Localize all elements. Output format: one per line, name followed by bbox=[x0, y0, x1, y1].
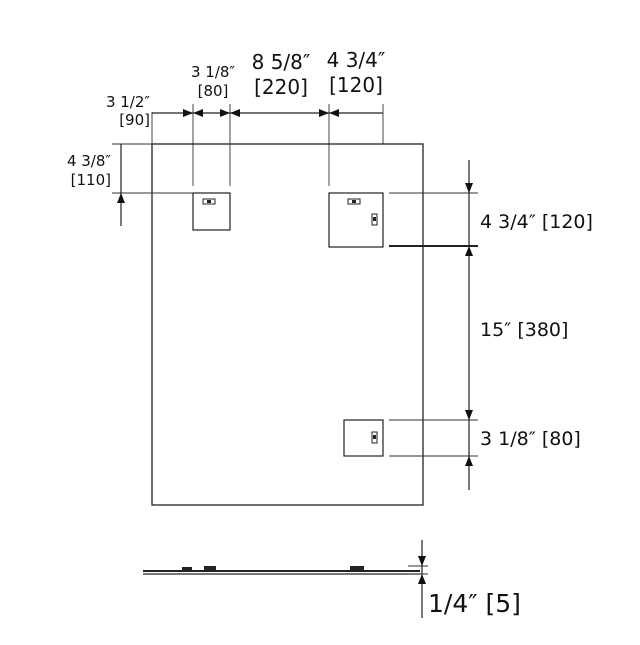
arrow-right-3 bbox=[465, 410, 473, 420]
profile-clip-1 bbox=[182, 567, 192, 571]
label-bracket-width-left-mm: [80] bbox=[198, 82, 229, 100]
label-thickness: 1/4″ [5] bbox=[428, 589, 521, 618]
label-bracket-spacing-in: 8 5/8″ bbox=[252, 50, 311, 74]
bracket-top-left-slot-fill bbox=[207, 200, 211, 203]
arrow-top-6 bbox=[329, 109, 339, 117]
bracket-top-right bbox=[328, 192, 384, 248]
label-top-left-offset-mm: [90] bbox=[119, 111, 150, 129]
label-right-middle-height: 15″ [380] bbox=[480, 319, 568, 341]
bracket-bottom-right-switch-fill bbox=[373, 435, 376, 439]
label-top-vertical-offset-mm: [110] bbox=[71, 171, 111, 189]
arrow-top-1 bbox=[183, 109, 193, 117]
profile-clip-2 bbox=[204, 566, 216, 571]
bracket-top-right-switch-fill bbox=[373, 217, 376, 221]
profile-clip-3 bbox=[350, 566, 364, 571]
arrow-top-4 bbox=[230, 109, 240, 117]
label-bracket-spacing-mm: [220] bbox=[254, 75, 308, 99]
bracket-top-right-slot-fill bbox=[352, 200, 356, 203]
arrow-top-3 bbox=[220, 109, 230, 117]
arrow-top-2 bbox=[193, 109, 203, 117]
label-top-left-offset-in: 3 1/2″ bbox=[106, 93, 150, 111]
arrow-top-5 bbox=[319, 109, 329, 117]
label-top-vertical-offset-in: 4 3/8″ bbox=[67, 152, 111, 170]
label-bracket-width-right-in: 4 3/4″ bbox=[327, 48, 386, 72]
label-bracket-width-left-in: 3 1/8″ bbox=[191, 63, 235, 81]
label-bracket-width-right-mm: [120] bbox=[329, 73, 383, 97]
arrow-right-4 bbox=[465, 456, 473, 466]
mirror-panel-outline bbox=[151, 143, 424, 506]
arrow-left-1 bbox=[117, 193, 125, 203]
arrow-right-1 bbox=[465, 183, 473, 193]
bracket-bottom-right bbox=[343, 419, 384, 457]
profile-arrow-2 bbox=[418, 574, 426, 584]
profile-arrow-1 bbox=[418, 556, 426, 566]
arrow-right-2 bbox=[465, 246, 473, 256]
bracket-top-left bbox=[192, 192, 231, 231]
label-right-upper-height: 4 3/4″ [120] bbox=[480, 211, 593, 233]
label-right-lower-height: 3 1/8″ [80] bbox=[480, 428, 581, 450]
